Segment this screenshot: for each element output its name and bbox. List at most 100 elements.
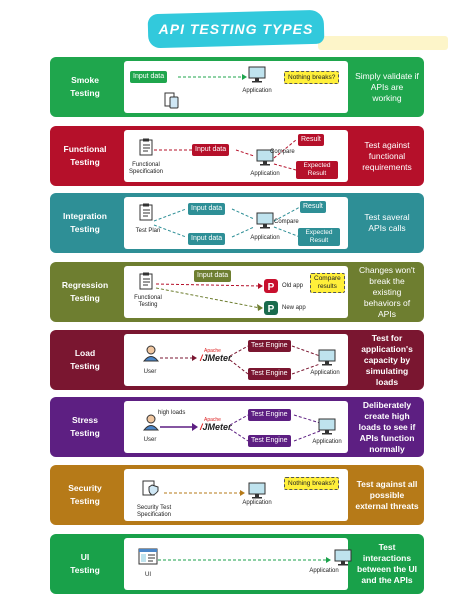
- monitor-icon: [334, 549, 352, 566]
- monitor-icon: [318, 349, 336, 366]
- test-plan-label: Test Plan: [135, 228, 161, 234]
- row-description: Test saveral APIs calls: [364, 212, 410, 233]
- row-diagram: Input data Application Nothing breaks?: [124, 61, 348, 113]
- connectors: [164, 490, 245, 496]
- row-diagram: Test Plan Input data Input data Applicat…: [124, 197, 348, 249]
- row-load: Load Testing User Apache /JMeter Test En…: [50, 330, 424, 390]
- svg-text:P: P: [268, 304, 275, 315]
- expected-line: Expected: [303, 162, 331, 169]
- monitor-icon: [256, 149, 274, 166]
- jmeter-label: JMeter: [202, 353, 232, 363]
- row-description: Deliberately create high loads to see if…: [358, 399, 416, 454]
- label-line: Testing: [70, 496, 100, 506]
- old-app-icon: P: [264, 279, 278, 293]
- compare-line: results: [317, 283, 337, 290]
- monitor-icon: [256, 212, 274, 229]
- row-label: Smoke Testing: [50, 57, 120, 117]
- application-label: Application: [310, 370, 340, 376]
- result-box: Result: [300, 201, 326, 213]
- user-label: User: [143, 437, 157, 443]
- monitor-icon: [318, 418, 336, 435]
- monitor-icon: [248, 482, 266, 499]
- apache-label: Apache: [204, 417, 221, 423]
- label-line: Testing: [70, 428, 100, 438]
- label-line: Regression: [61, 280, 109, 290]
- connectors: [154, 139, 297, 171]
- user-icon: [142, 345, 160, 362]
- new-app-icon: P: [264, 301, 278, 315]
- label-line: Testing: [70, 157, 100, 167]
- result-box: Result: [298, 134, 324, 146]
- user-label: User: [143, 369, 157, 375]
- ui-window-icon: [138, 548, 158, 565]
- label-line: Security: [68, 483, 102, 493]
- row-stress: Stress Testing User high loads Apache /J…: [50, 397, 424, 457]
- document-phone-icon: [164, 92, 179, 109]
- row-ui: UI Testing UI Application Test interacti…: [50, 534, 424, 594]
- row-diagram: User Apache /JMeter Test Engine Test Eng…: [124, 334, 348, 386]
- test-engine-box: Test Engine: [248, 340, 291, 352]
- spec-line: Functional: [132, 162, 160, 168]
- application-label: Application: [242, 88, 272, 94]
- label-line: Testing: [70, 361, 100, 371]
- test-engine-box: Test Engine: [248, 368, 291, 380]
- page-title: API TESTING TYPES: [158, 21, 314, 37]
- row-label: UI Testing: [50, 534, 120, 594]
- row-diagram: UI Application: [124, 538, 352, 590]
- nothing-breaks-note: Nothing breaks?: [284, 477, 340, 490]
- label-line: Testing: [70, 88, 100, 98]
- application-label: Application: [309, 568, 339, 574]
- connectors: [178, 74, 247, 80]
- row-description: Test against all possible external threa…: [355, 478, 419, 511]
- input-data-box: Input data: [188, 203, 226, 215]
- connectors: [160, 414, 321, 442]
- label-line: UI: [80, 552, 90, 562]
- test-engine-box: Test Engine: [248, 409, 291, 421]
- title-banner: API TESTING TYPES: [147, 9, 325, 49]
- clipboard-icon: [139, 203, 153, 221]
- jmeter-logo: /JMeter: [200, 422, 232, 432]
- ui-label: UI: [145, 572, 151, 578]
- row-description: Test against functional requirements: [362, 139, 412, 172]
- application-label: Application: [242, 500, 272, 506]
- shield-document-icon: [142, 480, 159, 496]
- row-label: Regression Testing: [50, 262, 120, 322]
- jmeter-logo: /JMeter: [200, 353, 232, 363]
- new-app-label: New app: [282, 305, 306, 311]
- application-label: Application: [250, 235, 280, 241]
- row-label: Integration Testing: [50, 193, 120, 253]
- monitor-icon: [248, 66, 266, 83]
- row-label: Security Testing: [50, 465, 120, 525]
- high-loads-label: high loads: [158, 410, 186, 416]
- label-line: Integration: [63, 211, 107, 221]
- connectors: [155, 283, 263, 311]
- svg-text:P: P: [268, 282, 275, 293]
- row-label: Load Testing: [50, 330, 120, 390]
- title-highlight: [318, 36, 448, 50]
- connectors: [153, 206, 301, 238]
- application-label: Application: [312, 439, 342, 445]
- compare-label: Compare: [274, 219, 299, 225]
- input-data-box: Input data: [130, 71, 168, 83]
- connectors: [160, 345, 321, 375]
- row-smoke: Smoke Testing Input data Application Not…: [50, 57, 424, 117]
- compare-line: Compare: [314, 275, 341, 282]
- old-app-label: Old app: [282, 283, 304, 289]
- row-integration: Integration Testing Test Plan Input data…: [50, 193, 424, 253]
- spec-line: Specification: [128, 169, 164, 175]
- test-engine-box: Test Engine: [248, 435, 291, 447]
- compare-label: Compare: [270, 149, 295, 155]
- label-line: Load: [74, 348, 96, 358]
- nothing-breaks-note: Nothing breaks?: [284, 71, 340, 84]
- row-description: Changes won't break the existing behavio…: [359, 264, 415, 319]
